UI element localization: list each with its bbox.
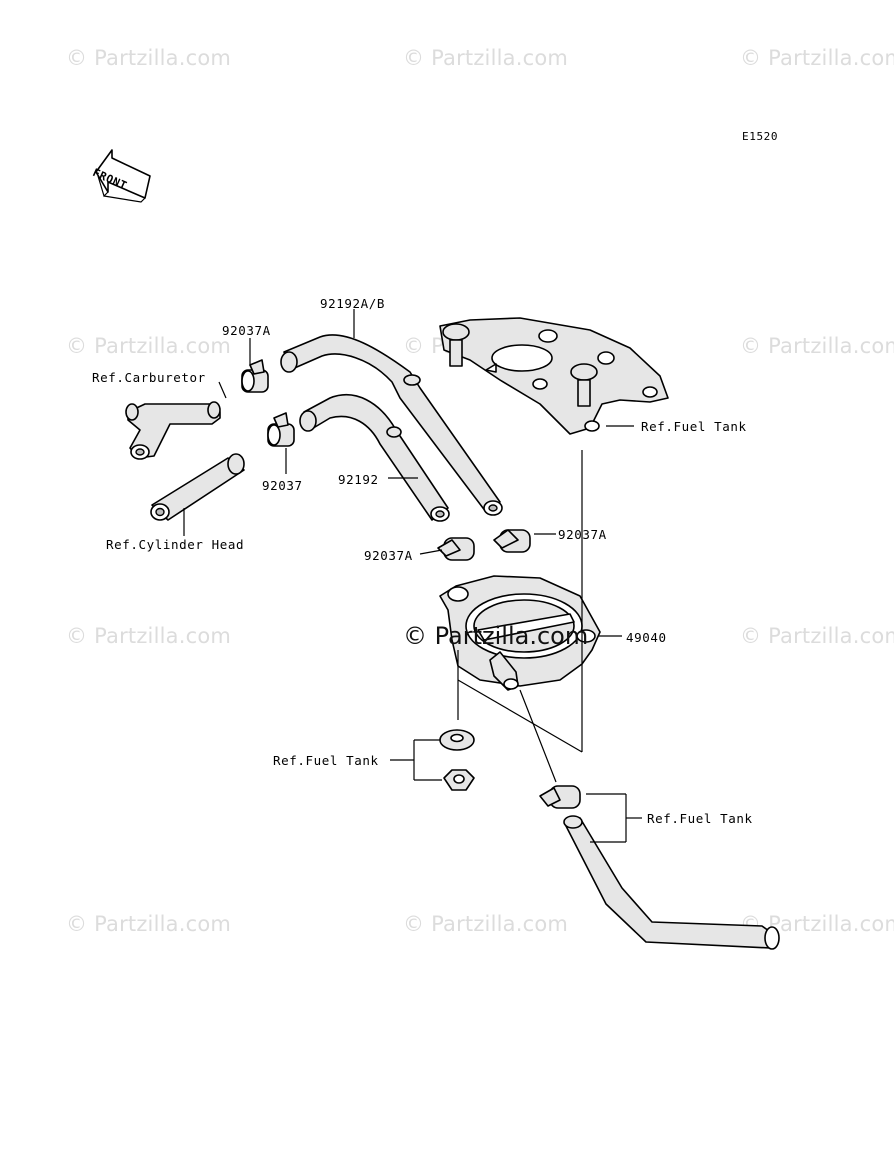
watermark: © Partzilla.com	[403, 912, 569, 936]
label-ref-cylinder-head: Ref.Cylinder Head	[106, 537, 245, 552]
cylinder-head-pipe	[150, 453, 245, 521]
label-92037a-right: 92037A	[558, 527, 607, 542]
hose-clip-92037a	[241, 359, 269, 393]
label-ref-fuel-tank-left: Ref.Fuel Tank	[273, 753, 379, 768]
watermark: © Partzilla.com	[740, 46, 894, 70]
label-ref-carburetor: Ref.Carburetor	[92, 370, 206, 385]
watermark: © Partzilla.com	[66, 334, 232, 358]
label-ref-fuel-tank-bottom: Ref.Fuel Tank	[647, 811, 753, 826]
fuel-cock-49040	[439, 575, 601, 691]
diagram-code: E1520	[742, 130, 779, 143]
watermark: © Partzilla.com	[66, 46, 232, 70]
leader-lines	[183, 309, 642, 843]
label-92192ab: 92192A/B	[320, 296, 386, 311]
hose-92192	[299, 394, 450, 522]
hose-clip-bottom	[539, 785, 581, 809]
label-ref-fuel-tank-top: Ref.Fuel Tank	[641, 419, 747, 434]
fuel-hose-bottom	[563, 815, 780, 950]
hose-92192ab	[280, 334, 503, 516]
center-watermark: © Partzilla.com	[403, 622, 589, 650]
watermark: © Partzilla.com	[403, 46, 569, 70]
label-92037a-top: 92037A	[222, 323, 271, 338]
hose-clip-92037a-left	[437, 537, 475, 561]
label-49040: 49040	[626, 630, 667, 645]
watermark: © Partzilla.com	[66, 912, 232, 936]
label-92192: 92192	[338, 472, 379, 487]
hose-clip-92037	[267, 412, 295, 447]
fuel-tank-bracket	[439, 317, 669, 435]
label-92037: 92037	[262, 478, 303, 493]
washer	[439, 729, 475, 751]
watermark: © Partzilla.com	[740, 334, 894, 358]
hose-clip-92037a-right	[493, 529, 531, 553]
nut	[443, 769, 475, 791]
label-92037a-left: 92037A	[364, 548, 413, 563]
watermark: © Partzilla.com	[66, 624, 232, 648]
front-arrow-icon	[95, 149, 151, 203]
watermark: © Partzilla.com	[740, 624, 894, 648]
carburetor-fitting	[125, 401, 221, 460]
